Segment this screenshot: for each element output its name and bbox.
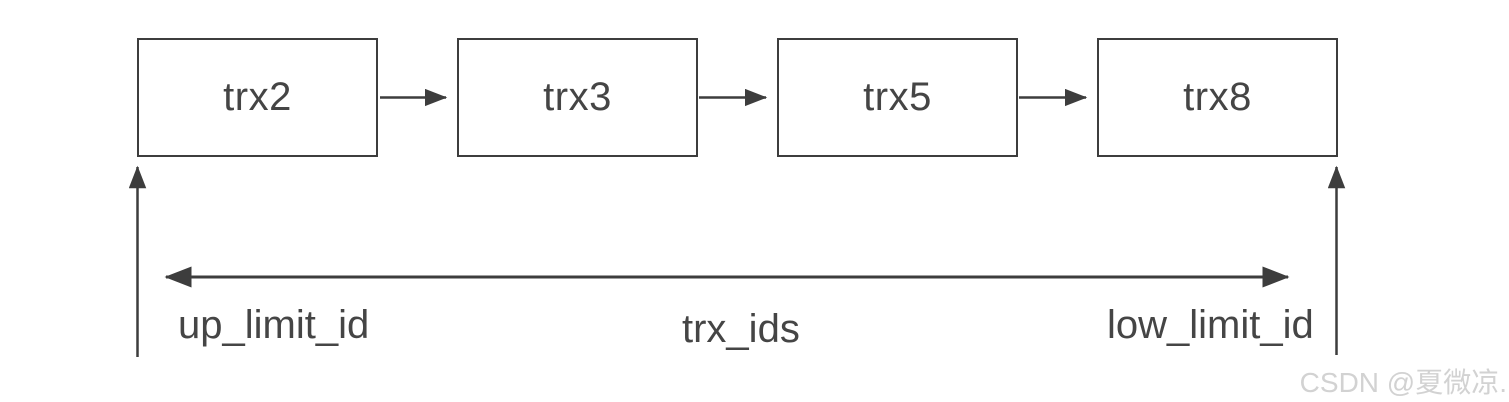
csdn-watermark: CSDN @夏微凉. [1299, 367, 1507, 398]
node-trx5: trx5 [777, 38, 1018, 157]
node-trx2-label: trx2 [223, 75, 292, 119]
node-trx8: trx8 [1097, 38, 1338, 157]
node-trx3-label: trx3 [543, 75, 612, 119]
node-trx5-label: trx5 [863, 75, 932, 119]
label-trx-ids: trx_ids [682, 307, 800, 351]
node-trx2: trx2 [137, 38, 378, 157]
label-low-limit-id: low_limit_id [1107, 303, 1314, 347]
node-trx8-label: trx8 [1183, 75, 1252, 119]
label-up-limit-id: up_limit_id [178, 303, 370, 347]
node-trx3: trx3 [457, 38, 698, 157]
